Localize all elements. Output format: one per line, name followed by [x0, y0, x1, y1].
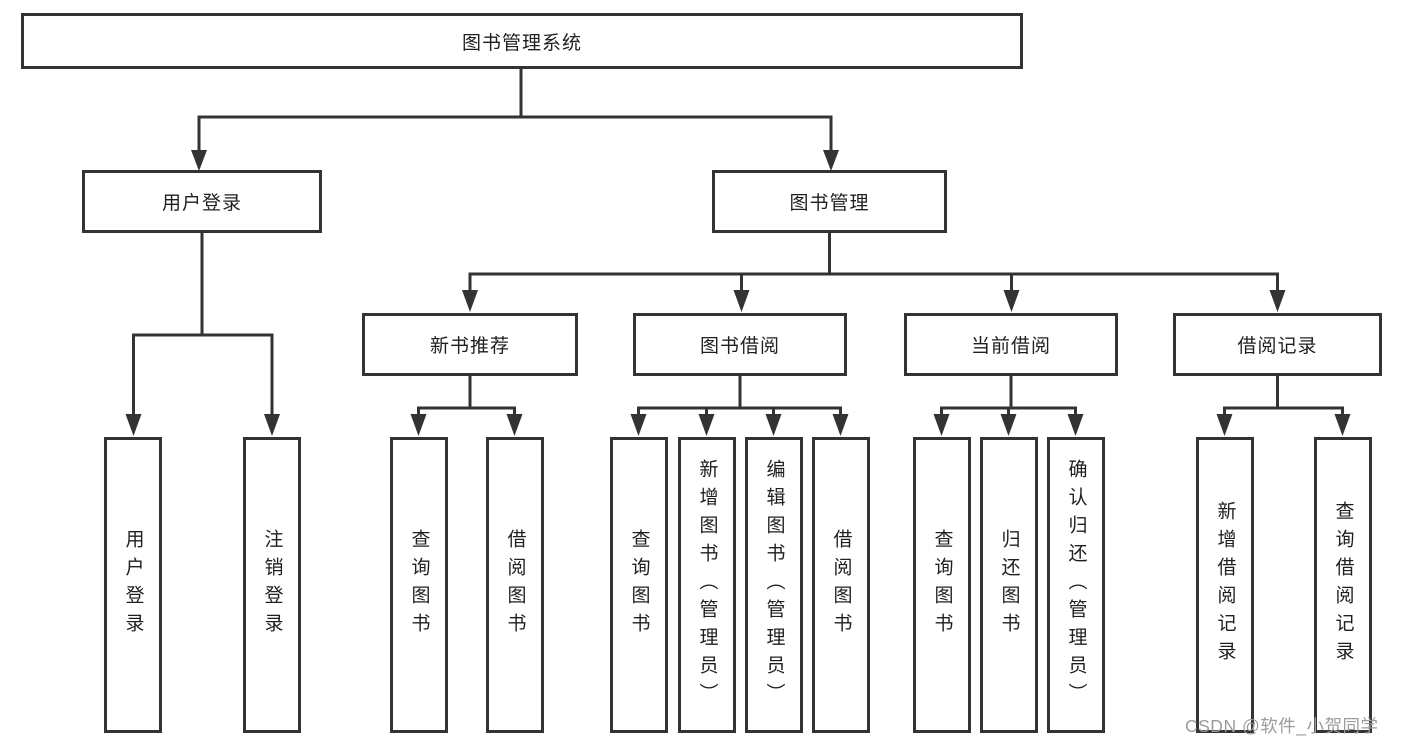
csdn-watermark: CSDN @软件_小贺同学 [1185, 716, 1379, 736]
leaf-edit-books-admin: 编辑图书（管理员） [745, 437, 803, 733]
branch-new-book-recommendation: 新书推荐 [362, 313, 578, 376]
root-node-library-management-system: 图书管理系统 [21, 13, 1023, 69]
leaf-query-books-current: 查询图书 [913, 437, 971, 733]
branch-book-management: 图书管理 [712, 170, 947, 233]
leaf-return-books: 归还图书 [980, 437, 1038, 733]
leaf-add-books-admin: 新增图书（管理员） [678, 437, 736, 733]
leaf-add-borrowing-record: 新增借阅记录 [1196, 437, 1254, 733]
branch-borrowing-records: 借阅记录 [1173, 313, 1382, 376]
leaf-query-books-newbook: 查询图书 [390, 437, 448, 733]
leaf-user-login: 用户登录 [104, 437, 162, 733]
leaf-query-books-borrowing: 查询图书 [610, 437, 668, 733]
leaf-confirm-return-admin: 确认归还（管理员） [1047, 437, 1105, 733]
leaf-query-borrowing-record: 查询借阅记录 [1314, 437, 1372, 733]
branch-book-borrowing: 图书借阅 [633, 313, 847, 376]
leaf-logout: 注销登录 [243, 437, 301, 733]
leaf-borrow-books: 借阅图书 [812, 437, 870, 733]
leaf-borrow-books-newbook: 借阅图书 [486, 437, 544, 733]
branch-current-borrowing: 当前借阅 [904, 313, 1118, 376]
branch-user-login: 用户登录 [82, 170, 322, 233]
